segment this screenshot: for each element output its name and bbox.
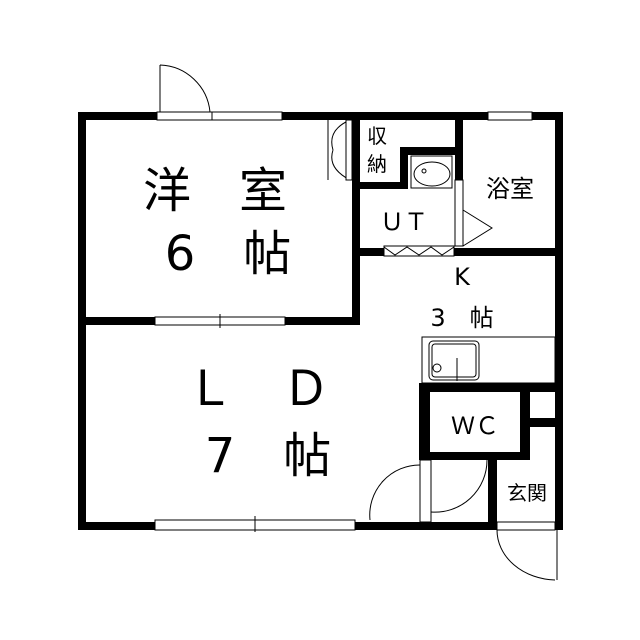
ut-sliding-door: [383, 245, 455, 257]
ld-size: 7 帖: [205, 428, 332, 484]
wc-top-wall: [419, 383, 563, 392]
kitchen-size: 3 帖: [430, 304, 493, 332]
western-room-door: [159, 64, 211, 117]
storage-label-2: 納: [367, 152, 387, 176]
washbasin: [410, 155, 453, 189]
wc-door: [419, 459, 432, 523]
western-room-top-window: [211, 111, 283, 121]
western-room-name: 洋 室: [143, 163, 287, 219]
ld-name: Ｌ Ｄ: [186, 361, 330, 417]
kitchen-counter: [421, 336, 556, 384]
western-room-size: 6 帖: [165, 226, 292, 282]
utility-label: ＵＴ: [380, 208, 428, 236]
bath-left-wall: [455, 112, 463, 180]
storage-label-1: 収: [367, 124, 387, 148]
toilet-label: ＷＣ: [451, 412, 499, 440]
entrance-label: 玄関: [507, 481, 547, 505]
entrance-left-wall: [488, 452, 497, 530]
wc-bottom-wall: [419, 452, 530, 460]
storage-wall-vertical: [400, 147, 408, 188]
bath-door: [454, 179, 464, 247]
kitchen-name: K: [454, 263, 471, 291]
room-labels: 洋 室 6 帖 Ｌ Ｄ 7 帖 K 3 帖 収 納 浴室 ＵＴ ＷＣ 玄関: [143, 124, 547, 505]
closet-divider-wall: [530, 418, 563, 427]
storage-wall-bottom: [352, 182, 408, 189]
bathroom-label: 浴室: [486, 175, 534, 203]
bath-window: [487, 111, 533, 121]
fixtures: [410, 155, 556, 384]
doors: [156, 64, 558, 581]
top-wall: [78, 112, 563, 120]
western-room-right-wall: [352, 112, 360, 325]
wc-right-wall: [520, 383, 530, 460]
ld-door-arc: [369, 464, 421, 521]
right-wall: [555, 112, 563, 530]
storage-wall-top: [400, 147, 463, 155]
kitchen-sink: [428, 340, 480, 381]
wc-left-wall: [419, 383, 430, 460]
entrance-door: [496, 529, 558, 581]
bath-bottom-wall: [352, 248, 563, 256]
windows: [154, 111, 533, 532]
